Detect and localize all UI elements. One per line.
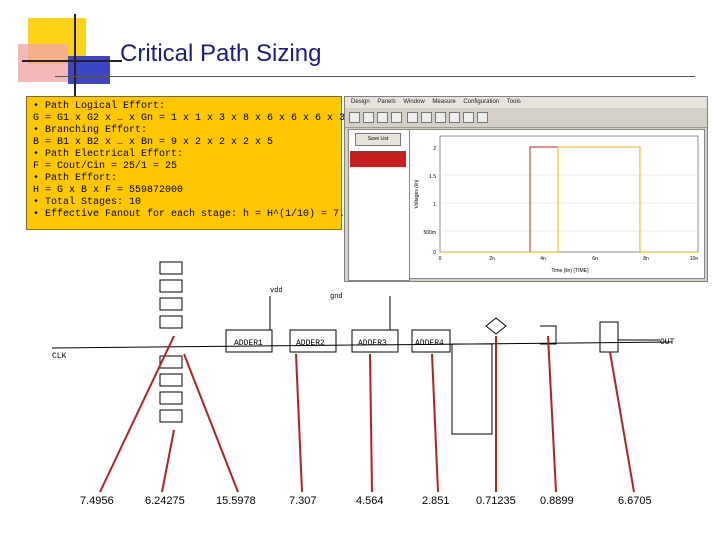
stage-arrow [295, 353, 303, 493]
y-tick: 1.5 [429, 174, 436, 180]
toolbar-button[interactable] [449, 112, 460, 123]
menu-item[interactable]: Configuration [463, 99, 500, 105]
x-tick: 2n [489, 256, 495, 262]
stage-arrow [161, 429, 175, 493]
output-inverter [599, 321, 619, 353]
effort-line: • Branching Effort: [33, 125, 148, 136]
stage-arrow [183, 353, 239, 493]
stage-fanout-label: 0.8899 [540, 495, 574, 507]
effort-line: F = Cout/Cin = 25/1 = 25 [33, 161, 178, 172]
x-tick: 10n [690, 256, 699, 262]
menu-item[interactable]: Measure [432, 99, 456, 105]
stage-arrow [369, 353, 373, 493]
effort-line: • Path Effort: [33, 173, 118, 184]
adder-block [225, 329, 273, 353]
adder-label: ADDER3 [358, 339, 387, 348]
menu-item[interactable]: Window [403, 99, 425, 105]
x-tick: 8n [643, 256, 649, 262]
y-axis-label: Voltages (lin) [414, 179, 420, 208]
title-rule [55, 76, 695, 77]
gate-cluster [451, 343, 493, 435]
gnd-label: gnd [330, 293, 343, 301]
adder-label: ADDER4 [415, 339, 444, 348]
toolbar-button[interactable] [421, 112, 432, 123]
x-axis-label: Time (lin) (TIME) [551, 268, 589, 274]
effort-line: • Effective Fanout for each stage: h = H… [33, 209, 370, 220]
menu-item[interactable]: Design [351, 99, 370, 105]
waveform-plot: 2 1.5 1 500m 0 0 2n 4n 6n 8n 10n Time (l… [409, 129, 705, 279]
toolbar-button[interactable] [349, 112, 360, 123]
corner-vertical-line [74, 14, 76, 98]
stage-arrow [99, 335, 175, 493]
corner-horizontal-line [22, 60, 122, 62]
selected-signals[interactable] [350, 151, 406, 167]
y-tick: 2 [433, 146, 436, 152]
x-tick: 4n [540, 256, 546, 262]
save-list-button[interactable]: Save List [355, 133, 401, 146]
stage-fanout-label: 15.5978 [216, 495, 256, 507]
menu-item[interactable]: Panels [377, 99, 396, 105]
flip-flop-block [159, 373, 183, 387]
vdd-label: vdd [270, 287, 283, 295]
toolbar-button[interactable] [477, 112, 488, 123]
trace-output [440, 146, 698, 253]
clk-label: CLK [52, 352, 67, 361]
stage-fanout-label: 0.71235 [476, 495, 516, 507]
toolbar-button[interactable] [363, 112, 374, 123]
flip-flop-block [159, 391, 183, 405]
x-tick: 6n [592, 256, 598, 262]
corner-pink-block [18, 44, 68, 82]
adder-block [351, 329, 399, 353]
flip-flop-block [159, 355, 183, 369]
plot-frame [439, 135, 699, 253]
path-effort-box: • Path Logical Effort: G = G1 x G2 x … x… [26, 96, 370, 230]
adder-block [289, 329, 337, 353]
adder-label: ADDER1 [234, 339, 263, 348]
waveform-svg: 2 1.5 1 500m 0 0 2n 4n 6n 8n 10n Time (l… [414, 135, 699, 274]
y-tick: 0 [433, 250, 436, 256]
flip-flop-block [159, 279, 183, 293]
y-tick: 500m [423, 230, 436, 236]
effort-line: • Total Stages: 10 [33, 197, 142, 208]
viewer-menu-bar: Design Panels Window Measure Configurati… [345, 97, 707, 108]
stage-arrow [547, 335, 557, 493]
toolbar-button[interactable] [435, 112, 446, 123]
toolbar-button[interactable] [407, 112, 418, 123]
toolbar-button[interactable] [391, 112, 402, 123]
y-tick: 1 [433, 202, 436, 208]
stage-fanout-label: 2.851 [422, 495, 450, 507]
flip-flop-block [159, 261, 183, 275]
effort-line: • Path Logical Effort: [33, 101, 166, 112]
gate-symbol [485, 317, 507, 335]
stage-fanout-label: 4.564 [356, 495, 384, 507]
flip-flop-block [159, 409, 183, 423]
effort-line: • Path Electrical Effort: [33, 149, 184, 160]
waveform-viewer-window: Design Panels Window Measure Configurati… [344, 96, 708, 282]
effort-line: H = G x B x F = 559872000 [33, 185, 184, 196]
toolbar-button[interactable] [463, 112, 474, 123]
flip-flop-block [159, 297, 183, 311]
toolbar-button[interactable] [377, 112, 388, 123]
effort-line: B = B1 x B2 x … x Bn = 9 x 2 x 2 x 2 x 5 [33, 137, 274, 148]
flip-flop-block [159, 315, 183, 329]
critical-path-wire [51, 341, 673, 349]
viewer-toolbar [345, 109, 707, 128]
stage-arrow [431, 353, 439, 493]
adder-label: ADDER2 [296, 339, 325, 348]
adder-block [411, 329, 451, 353]
stage-fanout-label: 6.6705 [618, 495, 652, 507]
stage-fanout-label: 7.307 [289, 495, 317, 507]
stage-arrow [609, 351, 635, 493]
stage-fanout-label: 6.24275 [145, 495, 185, 507]
out-label: OUT [660, 338, 675, 347]
stage-fanout-label: 7.4956 [80, 495, 114, 507]
x-tick: 0 [439, 256, 442, 262]
slide-title: Critical Path Sizing [120, 40, 322, 67]
menu-item[interactable]: Tools [506, 99, 521, 105]
effort-line: G = G1 x G2 x … x Gn = 1 x 1 x 3 x 8 x 6… [33, 113, 370, 124]
